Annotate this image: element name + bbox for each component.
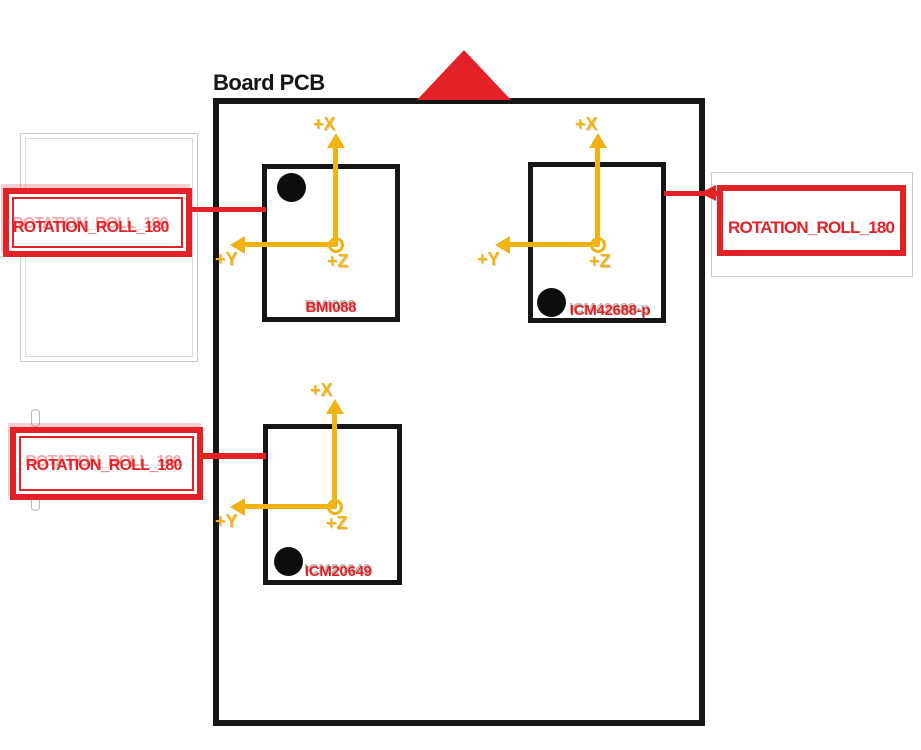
chip-name-label: BMI088: [305, 299, 357, 316]
callout-label: ROTATION_ROLL_180: [26, 457, 182, 474]
leader-arrowhead-icon: [700, 185, 716, 201]
pin1-dot: [537, 288, 566, 317]
x-axis-line: [332, 412, 337, 507]
chip-name-label: ICM20649: [305, 563, 372, 580]
leader-line: [664, 191, 717, 196]
x-axis-arrow-icon: [589, 133, 607, 148]
callout-box-inner-line: [19, 436, 194, 491]
selection-outline: [711, 172, 913, 277]
leader-line: [189, 207, 266, 212]
selection-handle: [31, 409, 40, 427]
x-axis-label: +X: [313, 114, 336, 134]
y-axis-line: [243, 242, 336, 247]
y-axis-arrow-icon: [230, 498, 245, 516]
callout-label: ROTATION_ROLL_180: [728, 218, 895, 237]
x-axis-arrow-icon: [326, 399, 344, 414]
y-axis-line: [243, 504, 335, 509]
x-axis-line: [333, 146, 338, 245]
pin1-dot: [274, 547, 303, 576]
x-axis-arrow-icon: [327, 133, 345, 148]
x-axis-line: [595, 146, 600, 245]
board-title: Board PCB: [213, 70, 325, 95]
y-axis-arrow-icon: [230, 236, 245, 254]
y-axis-label: +Y: [477, 249, 500, 269]
callout-box: [717, 185, 906, 256]
callout-box-inner-line: [12, 197, 183, 248]
x-axis-label: +X: [310, 380, 333, 400]
z-axis-label: +Z: [327, 251, 349, 271]
red-triangle-marker-icon: [417, 50, 511, 100]
z-axis-origin-icon: [590, 237, 606, 253]
x-axis-label: +X: [575, 114, 598, 134]
y-axis-label: +Y: [215, 249, 238, 269]
callout-box: [10, 427, 203, 500]
y-axis-arrow-icon: [495, 236, 510, 254]
z-axis-origin-icon: [328, 237, 344, 253]
z-axis-label: +Z: [589, 251, 611, 271]
pin1-dot: [277, 173, 306, 202]
callout-label: ROTATION_ROLL_180: [13, 219, 169, 236]
leader-line: [200, 453, 266, 459]
callout-box: [3, 188, 192, 257]
y-axis-label: +Y: [215, 511, 238, 531]
y-axis-line: [508, 242, 598, 247]
chip-name-label: ICM42688-p: [570, 302, 651, 319]
z-axis-label: +Z: [326, 513, 348, 533]
z-axis-origin-icon: [327, 499, 343, 515]
